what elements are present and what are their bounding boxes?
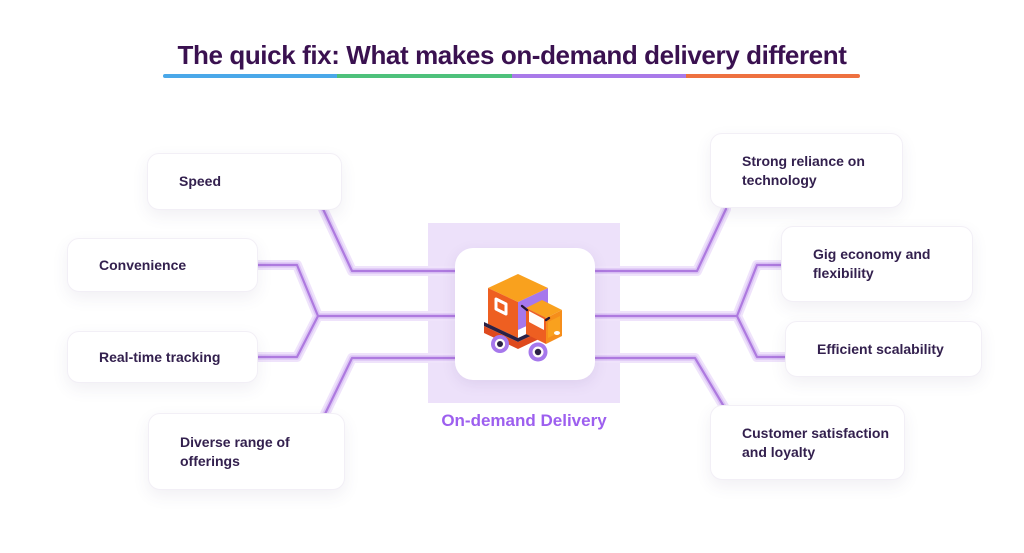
- node-efficient-scalability: Efficient scalability: [785, 321, 982, 377]
- divider-segment-green: [337, 74, 512, 78]
- divider-segment-purple: [511, 74, 686, 78]
- node-label: Customer satisfaction and loyalty: [742, 424, 890, 460]
- node-gig-economy: Gig economy and flexibility: [781, 226, 973, 302]
- node-label: Efficient scalability: [817, 340, 944, 357]
- node-label: Strong reliance on technology: [742, 152, 865, 188]
- node-convenience: Convenience: [67, 238, 258, 292]
- connector-efficient: [732, 311, 790, 362]
- page-title: The quick fix: What makes on-demand deli…: [177, 40, 847, 70]
- node-label: Speed: [179, 173, 222, 189]
- node-label: Gig economy and flexibility: [813, 246, 931, 281]
- node-real-time-tracking: Real-time tracking: [67, 331, 258, 383]
- node-speed: Speed: [147, 153, 342, 210]
- center-card: [455, 248, 595, 380]
- divider-segment-blue: [163, 74, 338, 78]
- node-label: Diverse range of offerings: [180, 433, 290, 469]
- node-label: Real-time tracking: [99, 348, 221, 365]
- delivery-truck-icon: [484, 274, 562, 362]
- node-customer-satisfaction: Customer satisfaction and loyalty: [710, 405, 905, 480]
- connector-real-time-tracking: [253, 311, 323, 362]
- node-diverse-range: Diverse range of offerings: [148, 413, 345, 490]
- center-label: On-demand Delivery: [441, 411, 607, 430]
- divider-segment-orange: [685, 74, 860, 78]
- node-label: Convenience: [99, 256, 187, 273]
- node-strong-reliance: Strong reliance on technology: [710, 133, 903, 208]
- title-divider: [163, 74, 860, 78]
